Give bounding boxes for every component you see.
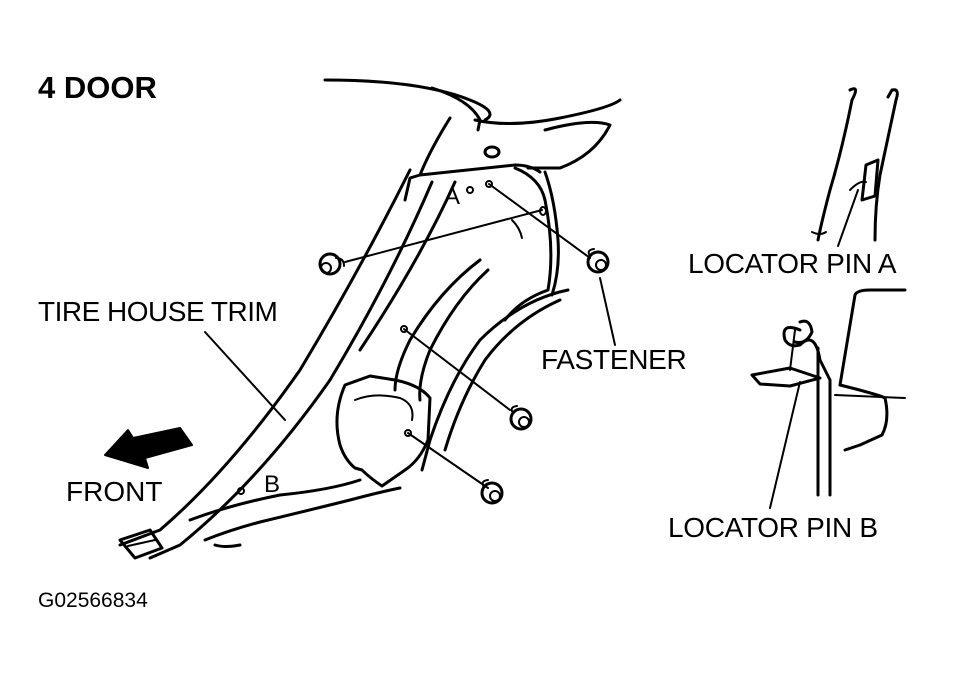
fastener-label: FASTENER xyxy=(541,344,687,375)
front-label: FRONT xyxy=(66,476,163,507)
front-arrow-icon xyxy=(104,427,193,469)
figure-code: G02566834 xyxy=(38,589,148,612)
fastener-clip-1 xyxy=(318,252,345,276)
fastener-clip-3 xyxy=(509,405,533,431)
fastener-clip-4 xyxy=(480,479,504,505)
tire-house-trim-label: TIRE HOUSE TRIM xyxy=(38,296,278,327)
point-b-label: B xyxy=(264,471,281,498)
fastener-group xyxy=(318,183,616,505)
locator-pin-b-label: LOCATOR PIN B xyxy=(668,512,878,543)
point-a-label: A xyxy=(444,183,461,210)
tire-house-trim-leader xyxy=(204,331,286,421)
diagram-title: 4 DOOR xyxy=(38,70,157,105)
fastener-clip-2 xyxy=(586,248,610,274)
locator-pin-a-detail xyxy=(811,87,899,247)
locator-pin-a-label: LOCATOR PIN A xyxy=(688,248,897,279)
locator-pin-b-detail xyxy=(750,288,907,509)
